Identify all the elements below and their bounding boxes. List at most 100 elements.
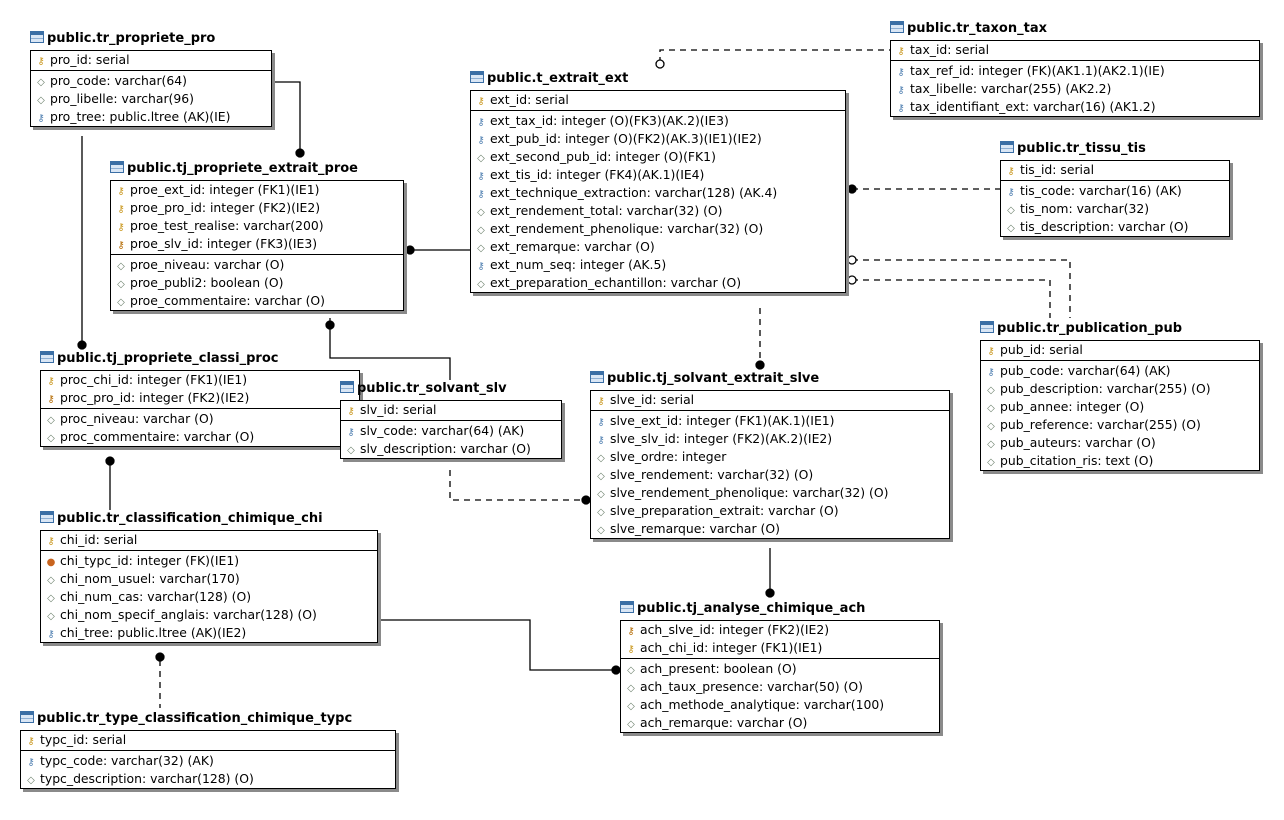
column-row[interactable]: ◇slve_rendement_phenolique: varchar(32) … [591,484,949,502]
entity-title[interactable]: public.tr_classification_chimique_chi [40,510,323,528]
key-separator [341,420,561,421]
alternate-key-icon: ⚷ [37,113,45,124]
column-row[interactable]: ◇pub_auteurs: varchar (O) [981,434,1259,452]
column-row[interactable]: ◇slve_remarque: varchar (O) [591,520,949,538]
column-row[interactable]: ◇typc_description: varchar(128) (O) [21,770,395,788]
entity-title[interactable]: public.tr_solvant_slv [340,380,507,398]
column-text: pub_citation_ris: text (O) [1000,453,1154,468]
key-column-row[interactable]: ⚷tax_id: serial [891,41,1259,59]
column-row[interactable]: ◇ach_remarque: varchar (O) [621,714,939,732]
entity-title[interactable]: public.tj_solvant_extrait_slve [590,370,819,388]
column-row[interactable]: ◇ach_taux_presence: varchar(50) (O) [621,678,939,696]
key-column-row[interactable]: ⚷pub_id: serial [981,341,1259,359]
key-column-row[interactable]: ⚷proe_ext_id: integer (FK1)(IE1) [111,181,403,199]
column-row[interactable]: ⚷typc_code: varchar(32) (AK) [21,752,395,770]
column-text: tax_libelle: varchar(255) (AK2.2) [910,81,1112,96]
column-row[interactable]: ◇tis_description: varchar (O) [1001,218,1229,236]
column-row[interactable]: ◇slv_description: varchar (O) [341,440,561,458]
key-column-row[interactable]: ⚷ach_chi_id: integer (FK1)(IE1) [621,639,939,657]
column-row[interactable]: ◇ext_remarque: varchar (O) [471,238,845,256]
column-row[interactable]: ⚷pub_code: varchar(64) (AK) [981,362,1259,380]
key-column-row[interactable]: ⚷slve_slv_id: integer (FK2)(AK.2)(IE2) [591,430,949,448]
attribute-icon: ◇ [627,719,635,730]
column-text: chi_id: serial [60,532,138,547]
column-row[interactable]: ◇proe_publi2: boolean (O) [111,274,403,292]
column-row[interactable]: ⚷tax_identifiant_ext: varchar(16) (AK1.2… [891,98,1259,116]
entity-box: ⚷proe_ext_id: integer (FK1)(IE1)⚷proe_pr… [110,180,404,311]
column-row[interactable]: ⚷pro_tree: public.ltree (AK)(IE) [31,108,271,126]
key-separator [1001,180,1229,181]
column-row[interactable]: ◇pub_citation_ris: text (O) [981,452,1259,470]
column-row[interactable]: ⚷ext_pub_id: integer (O)(FK2)(AK.3)(IE1)… [471,130,845,148]
entity-box: ⚷proc_chi_id: integer (FK1)(IE1)⚷proc_pr… [40,370,360,447]
column-row[interactable]: ◇pro_libelle: varchar(96) [31,90,271,108]
foreign-key-icon: ● [46,557,56,568]
column-row[interactable]: ⚷ext_tax_id: integer (O)(FK3)(AK.2)(IE3) [471,112,845,130]
entity-title[interactable]: public.tr_tissu_tis [1000,140,1146,158]
key-column-row[interactable]: ⚷slv_id: serial [341,401,561,419]
column-row[interactable]: ◇proc_niveau: varchar (O) [41,410,359,428]
column-row[interactable]: ◇chi_nom_specif_anglais: varchar(128) (O… [41,606,377,624]
key-column-row[interactable]: ⚷proc_chi_id: integer (FK1)(IE1) [41,371,359,389]
column-row[interactable]: ◇ext_preparation_echantillon: varchar (O… [471,274,845,292]
column-row[interactable]: ◇ext_second_pub_id: integer (O)(FK1) [471,148,845,166]
key-column-row[interactable]: ⚷ach_slve_id: integer (FK2)(IE2) [621,621,939,639]
column-row[interactable]: ◇pro_code: varchar(64) [31,72,271,90]
column-row[interactable]: ⚷tis_code: varchar(16) (AK) [1001,182,1229,200]
column-row[interactable]: ◇chi_num_cas: varchar(128) (O) [41,588,377,606]
column-row[interactable]: ◇ach_present: boolean (O) [621,660,939,678]
key-column-row[interactable]: ⚷slve_ext_id: integer (FK1)(AK.1)(IE1) [591,412,949,430]
key-column-row[interactable]: ⚷ext_id: serial [471,91,845,109]
key-column-row[interactable]: ⚷proc_pro_id: integer (FK2)(IE2) [41,389,359,407]
column-text: proe_niveau: varchar (O) [130,257,285,272]
entity-box: ⚷pro_id: serial ◇pro_code: varchar(64)◇pr… [30,50,272,127]
key-column-row[interactable]: ⚷proe_slv_id: integer (FK3)(IE3) [111,235,403,253]
column-row[interactable]: ◇slve_rendement: varchar(32) (O) [591,466,949,484]
column-row[interactable]: ⚷ext_num_seq: integer (AK.5) [471,256,845,274]
key-column-row[interactable]: ⚷proe_pro_id: integer (FK2)(IE2) [111,199,403,217]
entity-title[interactable]: public.tr_propriete_pro [30,30,215,48]
column-row[interactable]: ◇pub_description: varchar(255) (O) [981,380,1259,398]
column-row[interactable]: ◇proe_commentaire: varchar (O) [111,292,403,310]
entity-title[interactable]: public.t_extrait_ext [470,70,628,88]
column-row[interactable]: ⚷slv_code: varchar(64) (AK) [341,422,561,440]
column-row[interactable]: ◇ach_methode_analytique: varchar(100) [621,696,939,714]
entity-title[interactable]: public.tr_taxon_tax [890,20,1047,38]
column-text: slve_slv_id: integer (FK2)(AK.2)(IE2) [610,431,833,446]
key-column-row[interactable]: ⚷pro_id: serial [31,51,271,69]
column-row[interactable]: ⚷tax_ref_id: integer (FK)(AK1.1)(AK2.1)(… [891,62,1259,80]
column-row[interactable]: ◇proe_niveau: varchar (O) [111,256,403,274]
key-separator [41,550,377,551]
entity-title[interactable]: public.tj_propriete_extrait_proe [110,160,358,178]
key-column-row[interactable]: ⚷tis_id: serial [1001,161,1229,179]
key-column-row[interactable]: ⚷typc_id: serial [21,731,395,749]
key-column-row[interactable]: ⚷slve_id: serial [591,391,949,409]
column-row[interactable]: ⚷chi_tree: public.ltree (AK)(IE2) [41,624,377,642]
attribute-icon: ◇ [597,525,605,536]
column-text: pub_annee: integer (O) [1000,399,1145,414]
column-row[interactable]: ◇tis_nom: varchar(32) [1001,200,1229,218]
column-row[interactable]: ⚷ext_technique_extraction: varchar(128) … [471,184,845,202]
relationship-chi-ach [380,619,616,671]
column-row[interactable]: ⚷ext_tis_id: integer (FK4)(AK.1)(IE4) [471,166,845,184]
key-separator [21,750,395,751]
column-row[interactable]: ⚷tax_libelle: varchar(255) (AK2.2) [891,80,1259,98]
column-row[interactable]: ◇pub_annee: integer (O) [981,398,1259,416]
column-row[interactable]: ◇ext_rendement_total: varchar(32) (O) [471,202,845,220]
key-icon: ⚷ [627,644,635,655]
entity-title[interactable]: public.tr_type_classification_chimique_t… [20,710,352,728]
column-row[interactable]: ●chi_typc_id: integer (FK)(IE1) [41,552,377,570]
entity-box: ⚷ext_id: serial ⚷ext_tax_id: integer (O)(… [470,90,846,293]
column-row[interactable]: ◇slve_ordre: integer [591,448,949,466]
column-row[interactable]: ◇chi_nom_usuel: varchar(170) [41,570,377,588]
column-row[interactable]: ◇ext_rendement_phenolique: varchar(32) (… [471,220,845,238]
column-row[interactable]: ◇pub_reference: varchar(255) (O) [981,416,1259,434]
entity-title[interactable]: public.tj_propriete_classi_proc [40,350,278,368]
entity-title[interactable]: public.tr_publication_pub [980,320,1182,338]
entity-title[interactable]: public.tj_analyse_chimique_ach [620,600,865,618]
column-row[interactable]: ◇proc_commentaire: varchar (O) [41,428,359,446]
column-row[interactable]: ◇slve_preparation_extrait: varchar (O) [591,502,949,520]
key-column-row[interactable]: ⚷proe_test_realise: varchar(200) [111,217,403,235]
key-column-row[interactable]: ⚷chi_id: serial [41,531,377,549]
key-icon: ⚷ [1007,166,1015,177]
